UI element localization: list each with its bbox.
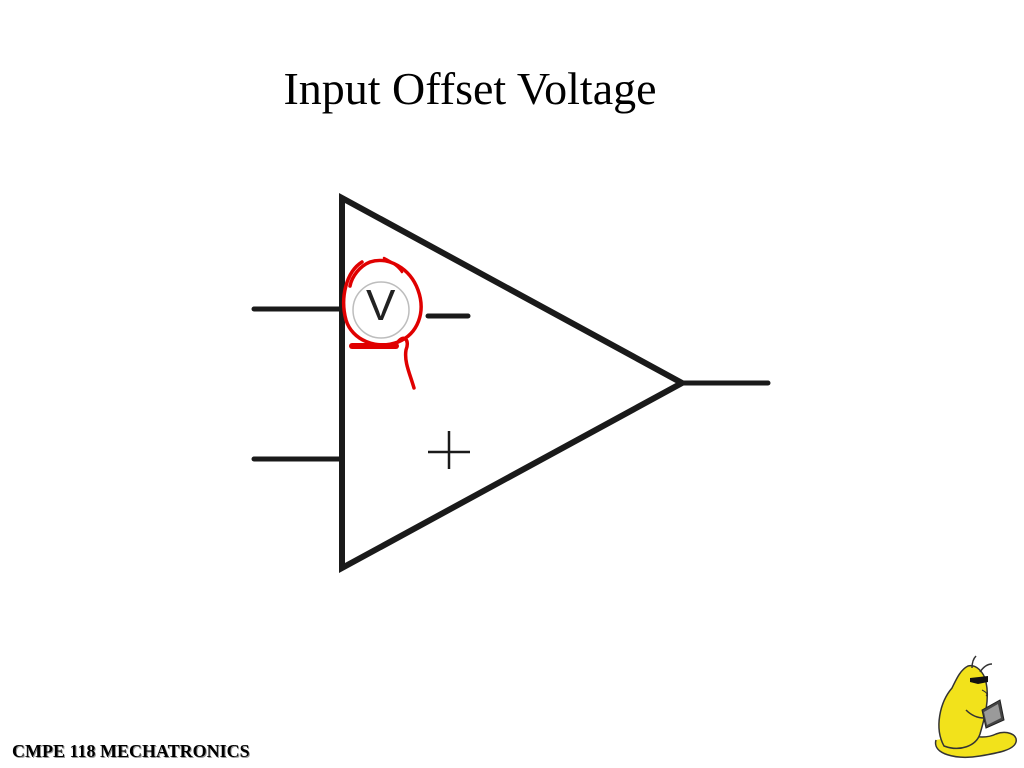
op-amp-triangle bbox=[339, 192, 689, 574]
plus-sign bbox=[428, 431, 470, 469]
slide-title: Input Offset Voltage bbox=[283, 63, 657, 114]
slug-mascot-icon bbox=[935, 655, 1017, 758]
red-annotation bbox=[342, 256, 423, 390]
v-gray-circle bbox=[352, 281, 410, 339]
footer-course-name: CMPE 118 MECHATRONICS bbox=[12, 741, 250, 761]
inverting-input-v-label: V bbox=[366, 281, 396, 330]
